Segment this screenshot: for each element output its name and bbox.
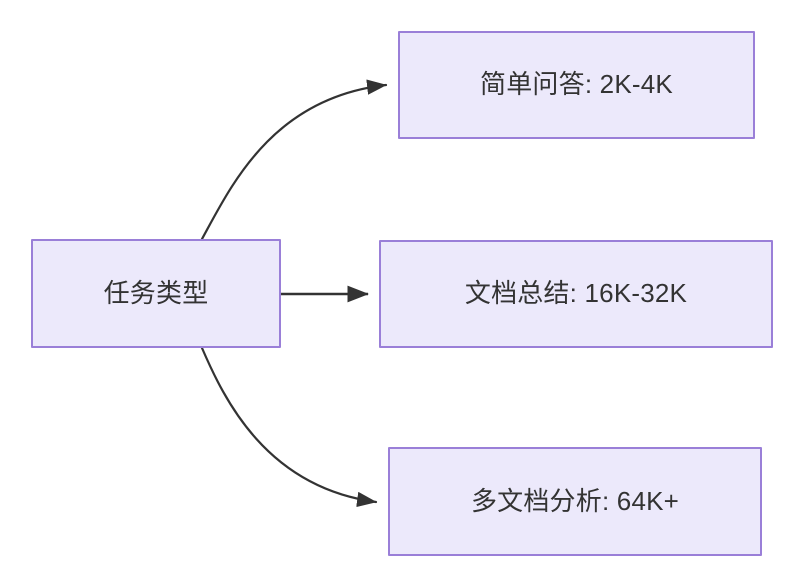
- node-label-task-type: 任务类型: [103, 277, 209, 308]
- node-task-type[interactable]: 任务类型: [31, 239, 281, 348]
- node-multi-document-analysis[interactable]: 多文档分析: 64K+: [388, 447, 762, 556]
- node-label-document-summary: 文档总结: 16K-32K: [464, 278, 688, 309]
- edge-source-to-multi: [200, 346, 378, 508]
- node-label-simple-qa: 简单问答: 2K-4K: [480, 69, 673, 100]
- node-document-summary[interactable]: 文档总结: 16K-32K: [379, 240, 773, 348]
- edge-source-to-simple: [200, 79, 388, 241]
- node-label-multi-document-analysis: 多文档分析: 64K+: [470, 485, 680, 516]
- node-simple-qa[interactable]: 简单问答: 2K-4K: [398, 31, 755, 139]
